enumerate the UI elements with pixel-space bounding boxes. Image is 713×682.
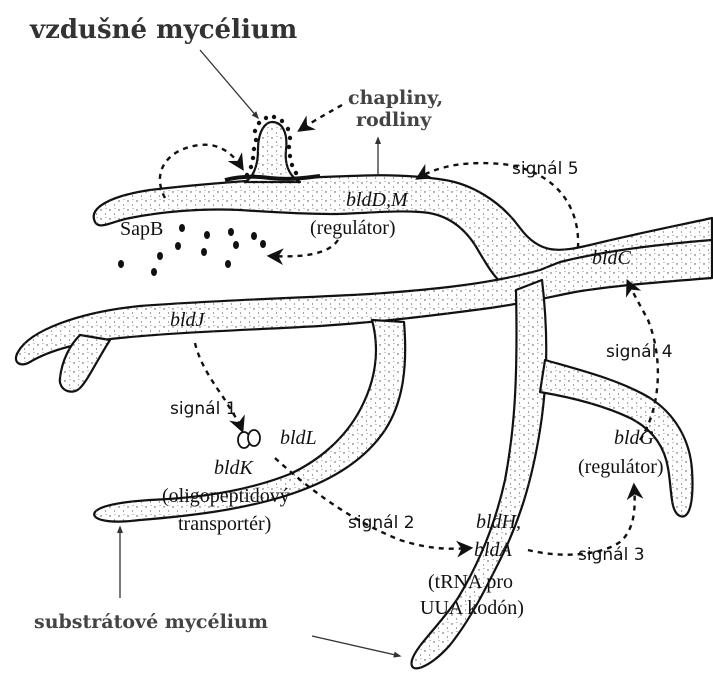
signal1-label: signál 1: [170, 399, 237, 419]
chaplins-arrow: [300, 105, 342, 130]
signal5-label: signál 5: [512, 159, 579, 179]
sapB-label: SapB: [120, 218, 163, 240]
bldG-label: bldG: [614, 427, 655, 449]
chaplins-label-line2: rodliny: [356, 109, 432, 131]
signal4-label: signál 4: [606, 342, 673, 362]
trna-label-line2: UUA kodón): [420, 597, 524, 619]
aerial-mycelium-label: vzdušné mycélium: [29, 15, 297, 45]
bldH-label: bldH,: [476, 511, 521, 533]
transporter-symbol: [238, 430, 260, 448]
bldK-label: bldK: [214, 457, 255, 479]
signal3-label: signál 3: [578, 545, 645, 565]
oligo-label-line1: (oligopeptidový: [162, 485, 290, 507]
bldL-label: bldL: [280, 427, 317, 449]
oligo-label-line2: transportér): [178, 513, 271, 535]
chaplins-label-line1: chapliny,: [348, 87, 443, 109]
bldA-label: bldA: [474, 539, 513, 561]
trna-label-line1: (tRNA pro: [428, 571, 513, 593]
bldJ-label: bldJ: [170, 309, 206, 331]
regulator1-label: (regulátor): [310, 217, 396, 239]
substrate-pointer-right: [312, 636, 400, 656]
regulator-to-sapB-arrow: [270, 240, 338, 256]
signal2-label: signál 2: [348, 513, 415, 533]
bldC-label: bldC: [592, 247, 632, 269]
substrate-mycelium-label: substrátové mycélium: [34, 611, 268, 633]
aerial-pointer-line: [200, 50, 258, 118]
regulator2-label: (regulátor): [578, 456, 664, 478]
bldDM-label: bldD,M: [346, 189, 409, 211]
